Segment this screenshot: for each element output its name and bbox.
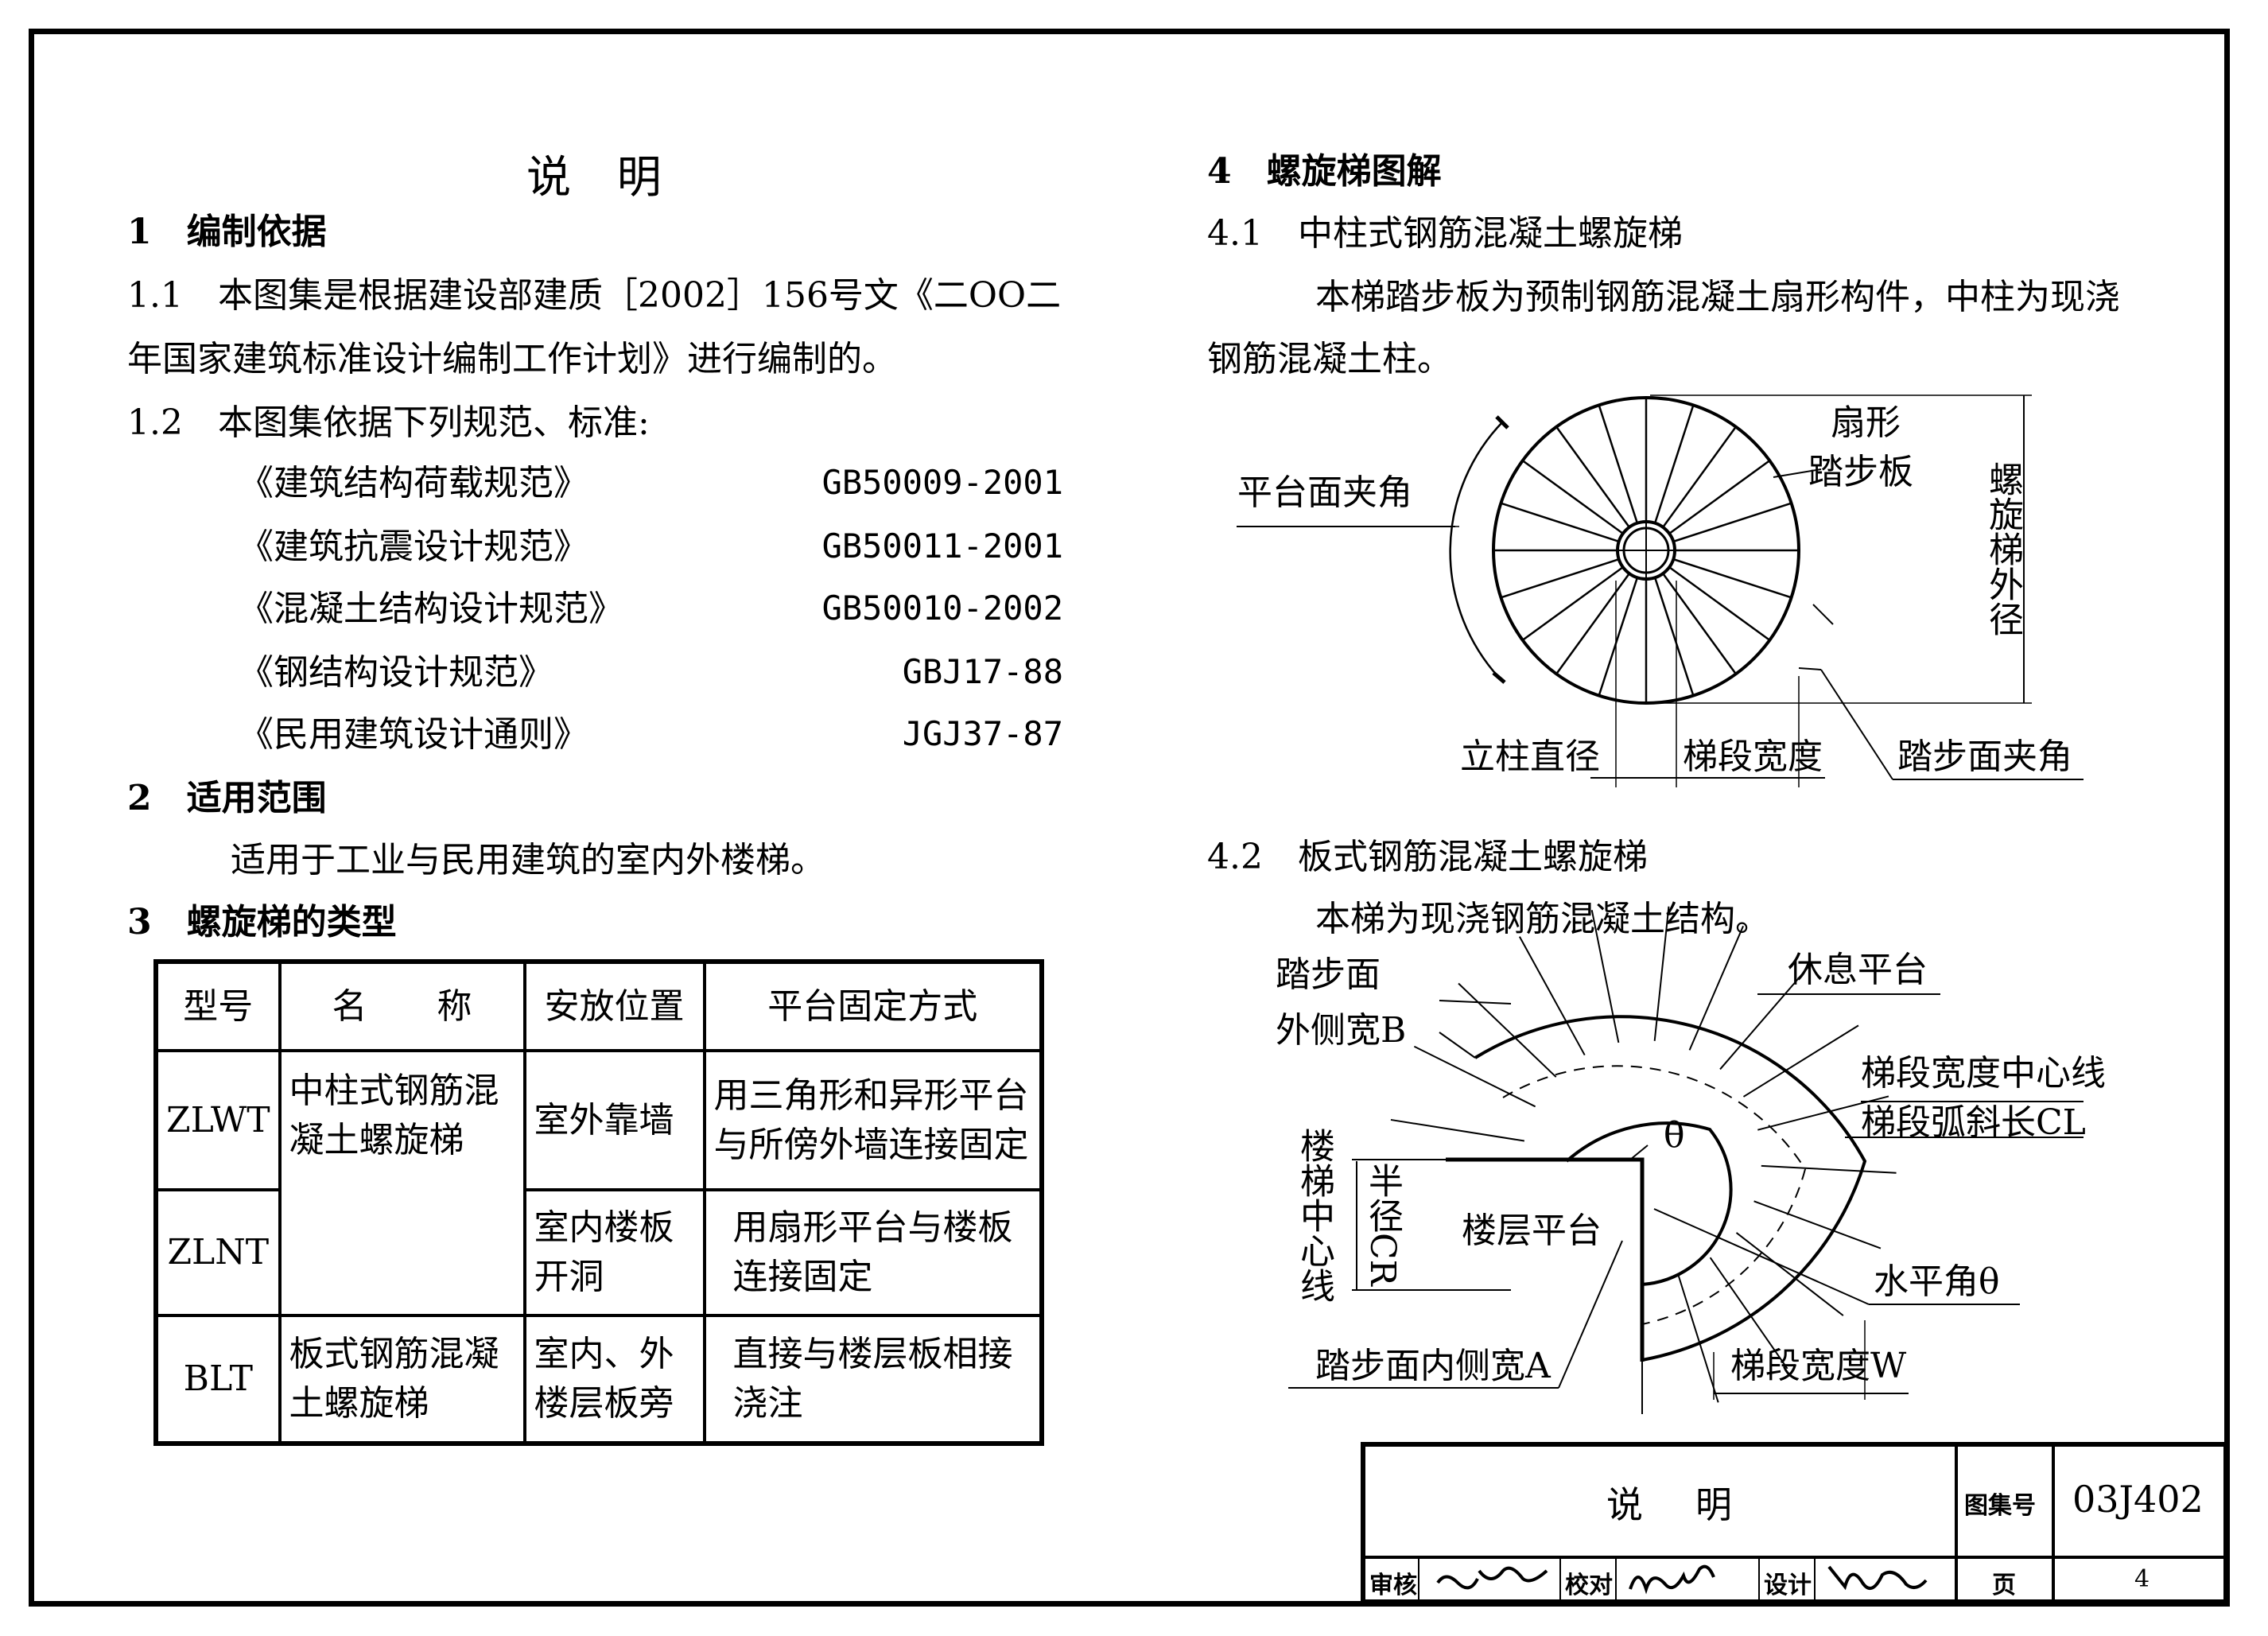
spec-name: 《建筑抗震设计规范》 [239,527,588,567]
cell-position: 室内、外 楼层板旁 [522,1314,706,1445]
s4-1-line1: 本梯踏步板为预制钢筋混凝土扇形构件，中柱为现浇 [1315,277,2120,317]
s1-2-line: 1.2 本图集依据下列规范、标准: [127,402,650,443]
label-post-diameter: 立柱直径 [1460,736,1600,777]
spec-code: GB50010-2002 [821,589,1063,628]
page-label: 页 [1992,1572,2016,1599]
label-fan-2: 踏步板 [1808,452,1913,492]
label-outer-diameter: 螺旋梯外径 [1983,461,2023,636]
page-number: 4 [2134,1565,2150,1593]
section-2-heading: 2 适用范围 [127,778,327,818]
section-4-heading: 4 螺旋梯图解 [1207,151,1442,192]
header-position: 安放位置 [522,959,706,1053]
cell-fixing: 直接与楼层板相接 浇注 [702,1314,1044,1445]
section-2-text: 适用于工业与民用建筑的室内外楼梯。 [231,840,825,880]
spec-code: JGJ37-87 [902,714,1063,753]
label-fan-1: 扇形 [1831,402,1901,443]
cell-name: 板式钢筋混凝 土螺旋梯 [278,1314,526,1445]
spec-name: 《钢结构设计规范》 [239,652,553,693]
cell-model: ZLWT [154,1049,282,1191]
label-inner-width-a: 踏步面内侧宽A [1315,1346,1551,1386]
label-centerline: 梯段宽度中心线 [1861,1053,2106,1094]
title-block-title: 说 明 [1606,1483,1740,1526]
spec-code: GB50009-2001 [821,463,1063,502]
table-row: ZLWT 中柱式钢筋混 凝土螺旋梯 室外靠墙 用三角形和异形平台 与所傍外墙连接… [154,1049,1044,1318]
header-name: 名 称 [278,959,526,1053]
s4-1-line2: 钢筋混凝土柱。 [1207,339,1452,379]
section-1-heading: 1 编制依据 [127,212,327,252]
cell-position: 室内楼板 开洞 [522,1187,706,1318]
label-flight-width-w: 梯段宽度W [1730,1346,1907,1386]
review-label: 审核 [1369,1572,1417,1599]
atlas-number-label: 图集号 [1964,1492,2036,1520]
spec-code: GBJ17-88 [902,652,1063,691]
label-tread-face: 踏步面 [1276,954,1381,995]
drawing-frame [29,29,2230,1607]
check-label: 校对 [1565,1572,1613,1599]
label-horizontal-angle: 水平角θ [1874,1261,2000,1302]
atlas-number: 03J402 [2072,1478,2204,1521]
signatures [1436,1564,1928,1595]
stair-types-table: 型号 名 称 安放位置 平台固定方式 ZLWT 中柱式钢筋混 凝土螺旋梯 室外靠… [153,959,1044,1446]
header-model: 型号 [154,959,282,1053]
spec-name: 《建筑结构荷载规范》 [239,463,588,503]
table-row: ZLNT 室内楼板 开洞 用扇形平台与楼板 连接固定 [154,1187,1044,1318]
label-arc-length: 梯段弧斜长CL [1861,1102,2086,1143]
cell-name: 中柱式钢筋混 凝土螺旋梯 [278,1049,526,1318]
label-outer-width-b: 外侧宽B [1276,1010,1407,1051]
s1-1-line1: 1.1 本图集是根据建设部建质［2002］156号文《二OO二 [127,275,1062,316]
spec-code: GB50011-2001 [821,527,1063,565]
cell-model: BLT [154,1314,282,1445]
cell-position: 室外靠墙 [522,1049,706,1191]
design-label: 设计 [1764,1572,1812,1599]
spec-name: 《混凝土结构设计规范》 [239,589,623,629]
label-flight-width: 梯段宽度 [1683,736,1823,777]
page-title: 说 明 [526,152,678,204]
s1-1-line2: 年国家建筑标准设计编制工作计划》进行编制的。 [127,339,897,379]
section-4-1-heading: 4.1 中柱式钢筋混凝土螺旋梯 [1207,213,1683,254]
section-4-2-text: 本梯为现浇钢筋混凝土结构。 [1315,899,1770,939]
label-stair-centerline: 楼梯中心线 [1294,1128,1334,1303]
spec-name: 《民用建筑设计通则》 [239,714,588,755]
label-rest-platform: 休息平台 [1788,950,1928,990]
section-4-2-heading: 4.2 板式钢筋混凝土螺旋梯 [1207,837,1648,877]
label-tread-angle: 踏步面夹角 [1897,736,2072,777]
label-radius-cr: 半径CR [1362,1163,1403,1286]
table-row: BLT 板式钢筋混凝 土螺旋梯 室内、外 楼层板旁 直接与楼层板相接 浇注 [154,1314,1044,1445]
label-theta: θ [1664,1115,1685,1156]
cell-fixing: 用扇形平台与楼板 连接固定 [702,1187,1044,1318]
label-platform-angle: 平台面夹角 [1237,472,1412,513]
cell-fixing: 用三角形和异形平台 与所傍外墙连接固定 [702,1049,1044,1191]
header-fixing: 平台固定方式 [702,959,1044,1053]
table-header-row: 型号 名 称 安放位置 平台固定方式 [154,959,1044,1053]
cell-model: ZLNT [154,1187,282,1318]
label-floor-platform: 楼层平台 [1462,1210,1602,1251]
section-3-heading: 3 螺旋梯的类型 [127,902,397,942]
